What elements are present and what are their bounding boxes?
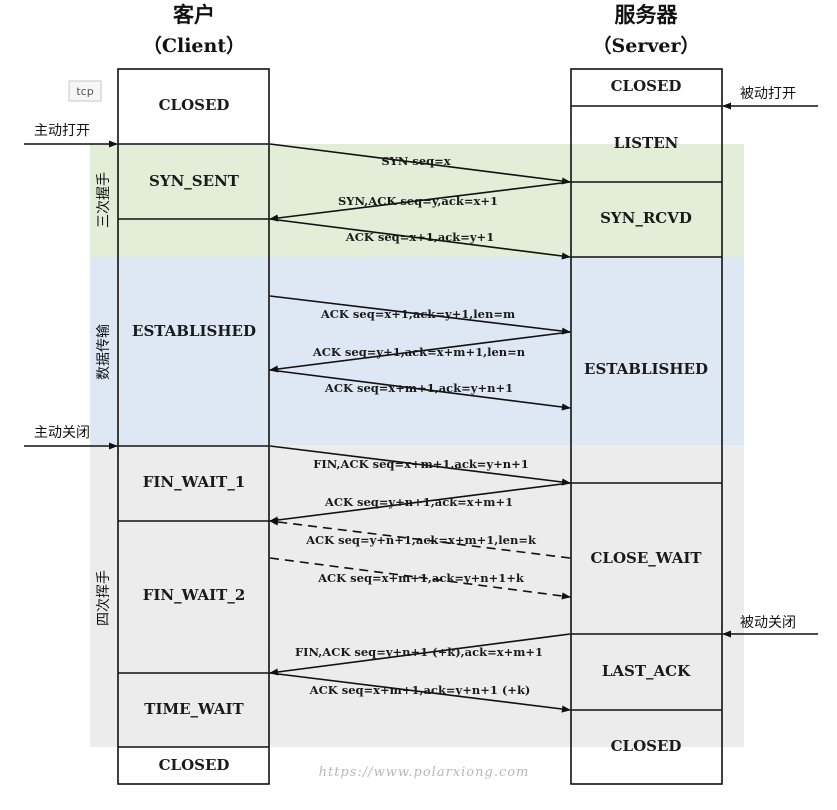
- client-state-fin-wait-2: FIN_WAIT_2: [143, 586, 246, 604]
- message-label-8: ACK seq=y+n+1,ack=x+m+1: [324, 495, 513, 509]
- message-arrow-7: [269, 445, 571, 486]
- message-label-3: ACK seq=x+1,ack=y+1: [345, 230, 494, 244]
- server-column: [570, 68, 723, 785]
- client-subtitle: （Client）: [143, 34, 245, 57]
- message-label-5: ACK seq=y+1,ack=x+m+1,len=n: [312, 345, 526, 359]
- message-arrow-6: [269, 369, 571, 411]
- message-arrow-10: [269, 557, 571, 600]
- client-state-time-wait: TIME_WAIT: [144, 700, 244, 718]
- message-label-6: ACK seq=x+m+1,ack=y+n+1: [324, 381, 513, 395]
- server-dividers: [571, 105, 722, 711]
- message-arrow-9: [269, 518, 571, 559]
- server-title: 服务器: [615, 3, 679, 27]
- message-label-9: ACK seq=y+n+1,ack=x+m+1,len=k: [305, 533, 537, 547]
- client-column: [117, 68, 270, 785]
- server-state-close-wait: CLOSE_WAIT: [590, 549, 702, 567]
- client-title: 客户: [173, 3, 215, 27]
- message-arrow-8: [269, 482, 571, 524]
- phase-label-teardown: 四次挥手: [96, 570, 112, 626]
- server-open-label: 被动打开: [740, 85, 796, 102]
- client-state-syn-sent: SYN_SENT: [149, 172, 240, 190]
- client-state-closed-initial: CLOSED: [159, 96, 230, 114]
- server-state-closed-final: CLOSED: [611, 737, 682, 755]
- message-arrow-1: [269, 143, 571, 185]
- client-open-label: 主动打开: [34, 122, 90, 139]
- message-label-12: ACK seq=x+m+1,ack=y+n+1 (+k): [309, 683, 531, 697]
- tcp-tag: tcp: [76, 85, 93, 98]
- message-label-10: ACK seq=x+m+1,ack=y+n+1+k: [317, 571, 525, 585]
- message-arrow-4: [269, 295, 571, 335]
- message-label-11: FIN,ACK seq=y+n+1 (+k),ack=x+m+1: [295, 645, 543, 659]
- message-arrow-12: [269, 672, 571, 713]
- message-arrow-11: [269, 633, 571, 676]
- server-subtitle: （Server）: [593, 34, 700, 57]
- message-label-7: FIN,ACK seq=x+m+1,ack=y+n+1: [313, 457, 529, 471]
- watermark: https://www.polarxiong.com: [319, 765, 530, 780]
- phase-label-transfer: 数据传输: [96, 324, 112, 380]
- server-close-label: 被动关闭: [740, 615, 796, 631]
- tcp-tag-box: [68, 80, 102, 102]
- client-dividers: [118, 143, 269, 748]
- server-state-syn-rcvd: SYN_RCVD: [600, 209, 692, 227]
- message-arrow-2: [269, 181, 571, 222]
- server-state-closed-initial: CLOSED: [611, 77, 682, 95]
- message-arrow-5: [269, 331, 571, 373]
- message-label-1: SYN seq=x: [381, 154, 450, 168]
- server-state-listen: LISTEN: [614, 134, 679, 152]
- server-state-last-ack: LAST_ACK: [602, 662, 691, 680]
- client-state-fin-wait-1: FIN_WAIT_1: [143, 473, 246, 491]
- server-state-established: ESTABLISHED: [584, 360, 708, 378]
- message-arrow-3: [269, 218, 571, 260]
- client-close-label: 主动关闭: [34, 425, 90, 441]
- client-state-established: ESTABLISHED: [132, 322, 256, 340]
- phase-label-handshake: 三次握手: [96, 172, 112, 228]
- message-label-4: ACK seq=x+1,ack=y+1,len=m: [320, 307, 515, 321]
- client-state-closed-final: CLOSED: [159, 756, 230, 774]
- message-label-2: SYN,ACK seq=y,ack=x+1: [338, 194, 498, 208]
- teardown-band: [90, 445, 744, 747]
